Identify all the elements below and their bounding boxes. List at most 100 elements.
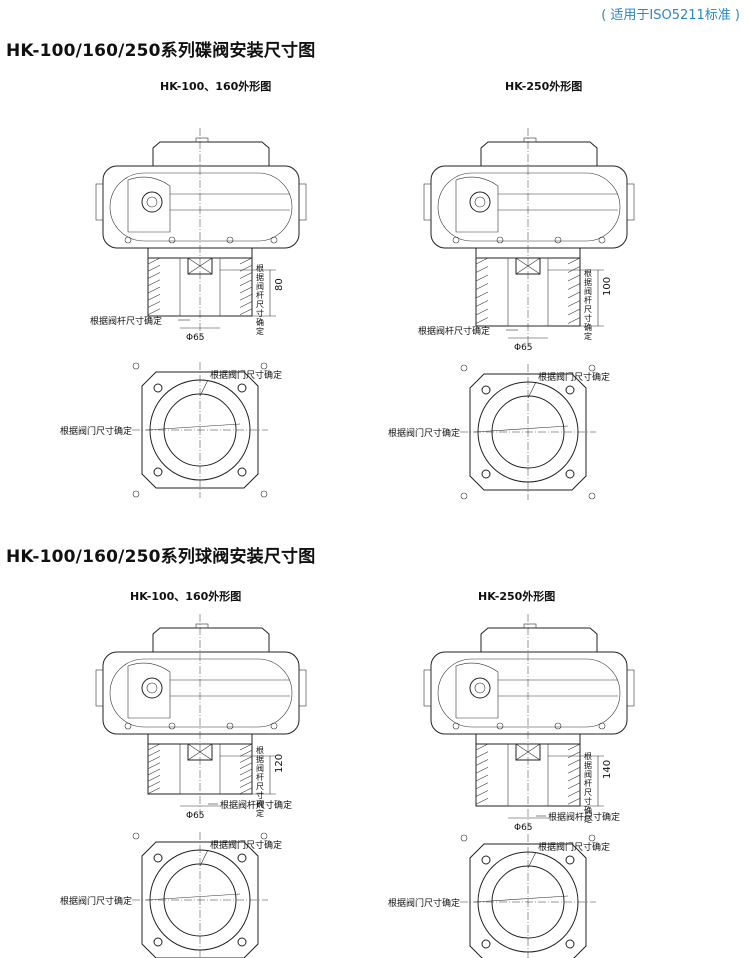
svg-text:据: 据	[256, 272, 264, 282]
bolt-hole	[226, 722, 234, 730]
svg-text:寸: 寸	[584, 796, 592, 806]
diameter-value: Φ65	[186, 333, 205, 343]
top-cap	[195, 623, 209, 629]
svg-text:尺: 尺	[256, 782, 264, 791]
actuator-body	[430, 651, 628, 735]
actuator-body	[430, 165, 628, 249]
body-inner	[437, 172, 621, 242]
bolt-hole	[168, 236, 176, 244]
outer-bolt	[132, 362, 140, 370]
valve-flange	[469, 373, 587, 491]
handle-housing	[127, 176, 171, 233]
side-lug-right	[626, 183, 635, 221]
svg-text:据: 据	[584, 277, 592, 287]
stem-size-vertical-label: 根据阀杆尺寸确定	[256, 745, 264, 818]
iso-standard-note: ( 适用于ISO5211标准 )	[601, 8, 740, 23]
height-value: 120	[274, 754, 285, 773]
handwheel-center	[474, 196, 486, 208]
svg-text:寸: 寸	[256, 790, 264, 800]
top-cover	[152, 141, 270, 166]
flange-bolt-hole	[565, 939, 575, 949]
svg-text:阀: 阀	[584, 770, 592, 779]
valve-size-label-a: 根据阀门尺寸确定	[210, 369, 282, 381]
bolt-hole	[496, 236, 504, 244]
outer-bolt	[588, 364, 596, 372]
outer-bolt	[260, 362, 268, 370]
top-cap	[523, 623, 537, 629]
bolt-hole	[226, 236, 234, 244]
flange-bolt-hole	[153, 467, 163, 477]
handwheel-boss	[141, 191, 163, 213]
flange-bolt-hole	[237, 853, 247, 863]
flange-bolt-hole	[481, 385, 491, 395]
stem-size-vertical-label: 根据阀杆尺寸确定	[584, 751, 592, 824]
flange-bolt-hole	[153, 937, 163, 947]
valve-size-label-a: 根据阀门尺寸确定	[210, 839, 282, 851]
top-cap	[195, 137, 209, 143]
svg-text:确: 确	[256, 799, 264, 809]
stem-size-label: 根据阀杆尺寸确定	[90, 315, 162, 327]
outer-bolt	[460, 492, 468, 500]
body-inner	[109, 172, 293, 242]
svg-text:确: 确	[584, 805, 592, 815]
side-lug-right	[298, 669, 307, 707]
bolt-hole	[554, 722, 562, 730]
svg-text:定: 定	[584, 814, 592, 824]
bolt-hole	[452, 722, 460, 730]
svg-text:确: 确	[584, 322, 592, 332]
svg-text:根: 根	[256, 263, 264, 273]
side-lug-right	[626, 669, 635, 707]
handwheel-boss	[141, 677, 163, 699]
svg-text:杆: 杆	[584, 295, 592, 305]
svg-text:寸: 寸	[584, 313, 592, 323]
bolt-hole	[496, 722, 504, 730]
outer-bolt	[588, 492, 596, 500]
valve-size-label-a: 根据阀门尺寸确定	[538, 371, 610, 383]
handle-housing	[127, 662, 171, 719]
bolt-hole	[270, 236, 278, 244]
svg-text:阀: 阀	[256, 282, 264, 291]
svg-text:定: 定	[584, 331, 592, 341]
svg-text:杆: 杆	[256, 772, 264, 782]
section-title-butterfly: HK-100/160/250系列碟阀安装尺寸图	[6, 41, 316, 61]
side-lug-left	[423, 183, 432, 221]
flange-bolt-hole	[565, 385, 575, 395]
valve-flange	[141, 841, 259, 958]
svg-text:阀: 阀	[256, 764, 264, 773]
handle-housing	[455, 662, 499, 719]
valve-size-label-b: 根据阀门尺寸确定	[60, 425, 132, 437]
side-lug-left	[95, 669, 104, 707]
svg-text:杆: 杆	[584, 778, 592, 788]
bolt-hole	[270, 722, 278, 730]
subtitle-ball-hk100-160: HK-100、160外形图	[130, 590, 242, 603]
top-cover	[152, 627, 270, 652]
body-inner	[109, 658, 293, 728]
diameter-value: Φ65	[514, 343, 533, 353]
actuator-body	[102, 165, 300, 249]
height-value: 140	[602, 760, 613, 779]
side-lug-right	[298, 183, 307, 221]
outer-bolt	[460, 364, 468, 372]
svg-text:尺: 尺	[584, 305, 592, 314]
valve-flange	[141, 371, 259, 489]
outer-bolt	[260, 832, 268, 840]
svg-text:根: 根	[584, 751, 592, 761]
top-cover	[480, 141, 598, 166]
outer-bolt	[460, 834, 468, 842]
outer-bolt	[132, 832, 140, 840]
subtitle-butterfly-hk250: HK-250外形图	[505, 80, 583, 93]
stem-size-label: 根据阀杆尺寸确定	[548, 811, 620, 823]
svg-text:根: 根	[584, 268, 592, 278]
svg-text:根: 根	[256, 745, 264, 755]
diameter-value: Φ65	[186, 811, 205, 821]
actuator-body	[102, 651, 300, 735]
svg-text:定: 定	[256, 808, 264, 818]
handwheel-center	[474, 682, 486, 694]
top-cap	[523, 137, 537, 143]
svg-text:确: 确	[256, 317, 264, 327]
svg-text:定: 定	[256, 326, 264, 336]
bolt-hole	[452, 236, 460, 244]
